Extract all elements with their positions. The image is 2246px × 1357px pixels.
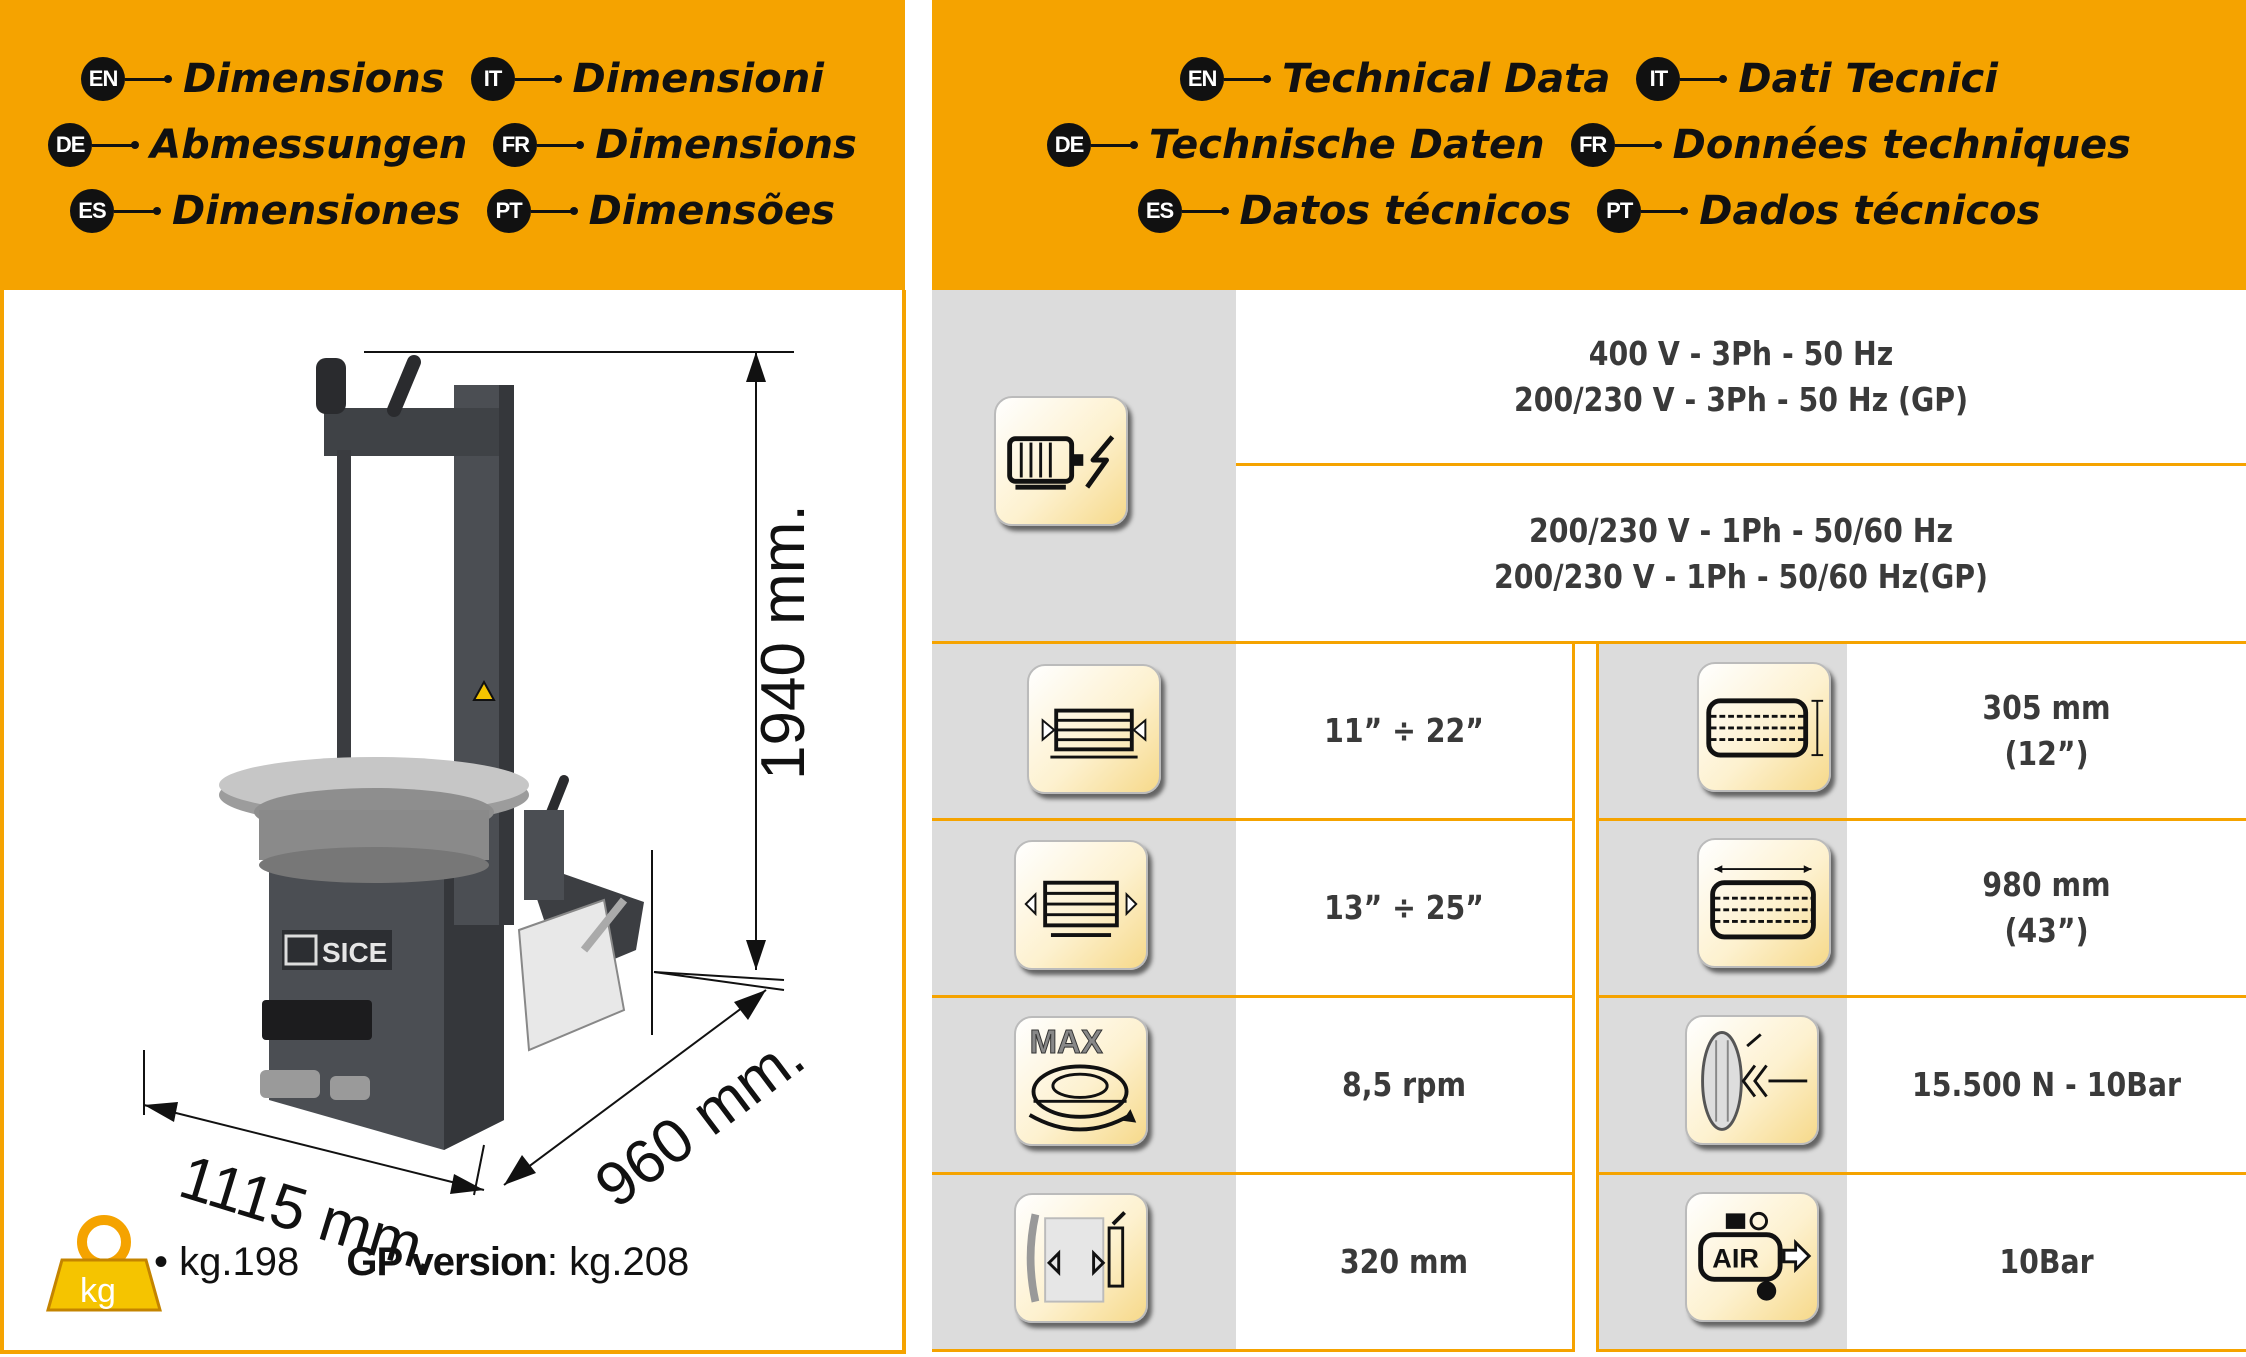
pointer-icon — [125, 74, 173, 83]
header-line-3: ES Datos técnicos PT Dados técnicos — [1137, 178, 2041, 244]
pointer-icon — [1680, 74, 1728, 83]
depth-value: 960 mm. — [583, 1021, 817, 1221]
tyre-changer-drawing: SICE 1940 mm. 960 mm. 1115 mm. — [46, 351, 818, 1312]
lang-badge-de: DE — [48, 123, 93, 167]
air-pressure-value: 10Bar — [1999, 1242, 2094, 1281]
lang-badge-pt: PT — [1597, 189, 1642, 233]
tyre-width-value: 305 mm(12”) — [1982, 688, 2111, 773]
max-rotation-speed-value: 8,5 rpm — [1341, 1065, 1467, 1104]
air-compressor-icon: AIR — [1685, 1192, 1819, 1322]
svg-text:MAX: MAX — [1030, 1023, 1103, 1060]
header-label-es: Dimensiones — [171, 188, 461, 234]
tyre-width-icon — [1697, 662, 1831, 792]
header-label-en: Technical Data — [1282, 56, 1611, 102]
lang-badge-de: DE — [1047, 123, 1092, 167]
depth-dimension-line — [503, 989, 767, 1186]
header-label-en: Dimensions — [183, 56, 445, 102]
weight-gp: kg.208 — [569, 1240, 690, 1284]
pointer-icon — [1181, 206, 1229, 215]
lang-badge-es: ES — [1137, 189, 1182, 233]
lang-badge-es: ES — [69, 189, 114, 233]
rim-clamp-inside-icon — [1014, 840, 1148, 970]
rim-clamp-outside-value: 11” ÷ 22” — [1324, 711, 1484, 750]
header-label-it: Dati Tecnici — [1738, 56, 1998, 102]
bead-breaker-opening-value: 320 mm — [1339, 1242, 1469, 1281]
header-label-es: Datos técnicos — [1239, 188, 1572, 234]
pointer-icon — [1224, 74, 1272, 83]
bullet: • — [154, 1240, 169, 1284]
header-label-pt: Dados técnicos — [1699, 188, 2041, 234]
dimensions-header: EN Dimensions IT Dimensioni DE Abmessung… — [0, 0, 905, 290]
bead-breaker-force-icon — [1685, 1015, 1819, 1145]
pointer-icon — [530, 206, 578, 215]
pointer-icon — [514, 74, 562, 83]
header-line-3: ES Dimensiones PT Dimensões — [69, 178, 836, 244]
pointer-icon — [1614, 140, 1662, 149]
pointer-icon — [113, 206, 161, 215]
tyre-diameter-icon — [1697, 838, 1831, 968]
lang-badge-pt: PT — [486, 189, 531, 233]
brand-logo: SICE — [322, 937, 387, 968]
header-label-de: Technische Daten — [1149, 122, 1545, 168]
height-value: 1940 mm. — [749, 504, 818, 780]
tyre-diameter-value: 980 mm(43”) — [1982, 865, 2111, 950]
header-label-de: Abmessungen — [150, 122, 468, 168]
dimensions-panel: SICE 1940 mm. 960 mm. 1115 mm. — [0, 290, 906, 1354]
max-rotation-speed-icon: MAX — [1014, 1016, 1148, 1146]
weight-icon: kg — [46, 1215, 162, 1312]
pointer-icon — [92, 140, 140, 149]
header-label-pt: Dimensões — [588, 188, 836, 234]
rim-clamp-outside-icon — [1027, 664, 1161, 794]
bead-breaker-opening-icon — [1014, 1193, 1148, 1323]
electric-motor-icon — [994, 396, 1128, 526]
lang-badge-fr: FR — [1570, 123, 1615, 167]
header-label-fr: Dimensions — [595, 122, 857, 168]
pointer-icon — [1641, 206, 1689, 215]
lang-badge-it: IT — [1636, 57, 1681, 101]
width-dimension-line — [143, 1104, 485, 1191]
svg-text:kg: kg — [80, 1272, 116, 1310]
gp-version-label: GP version — [346, 1240, 547, 1284]
header-line-2: DE Technische Daten FR Données technique… — [1047, 112, 2131, 178]
lang-badge-en: EN — [81, 57, 126, 101]
lang-badge-en: EN — [1180, 57, 1225, 101]
svg-text:AIR: AIR — [1712, 1243, 1759, 1274]
header-line-2: DE Abmessungen FR Dimensions — [48, 112, 857, 178]
technical-data-header: EN Technical Data IT Dati Tecnici DE Tec… — [932, 0, 2246, 290]
header-line-1: EN Technical Data IT Dati Tecnici — [1180, 46, 1998, 112]
weight-standard: kg.198 — [179, 1240, 300, 1284]
rim-clamp-inside-value: 13” ÷ 25” — [1324, 888, 1484, 927]
header-line-1: EN Dimensions IT Dimensioni — [81, 46, 824, 112]
lang-badge-fr: FR — [493, 123, 538, 167]
weight-info: • kg.198 GP version: kg.208 — [154, 1240, 690, 1284]
header-label-it: Dimensioni — [572, 56, 824, 102]
lang-badge-it: IT — [470, 57, 515, 101]
pointer-icon — [537, 140, 585, 149]
bead-breaker-force-value: 15.500 N - 10Bar — [1912, 1065, 2181, 1104]
pointer-icon — [1091, 140, 1139, 149]
header-label-fr: Données techniques — [1672, 122, 2131, 168]
